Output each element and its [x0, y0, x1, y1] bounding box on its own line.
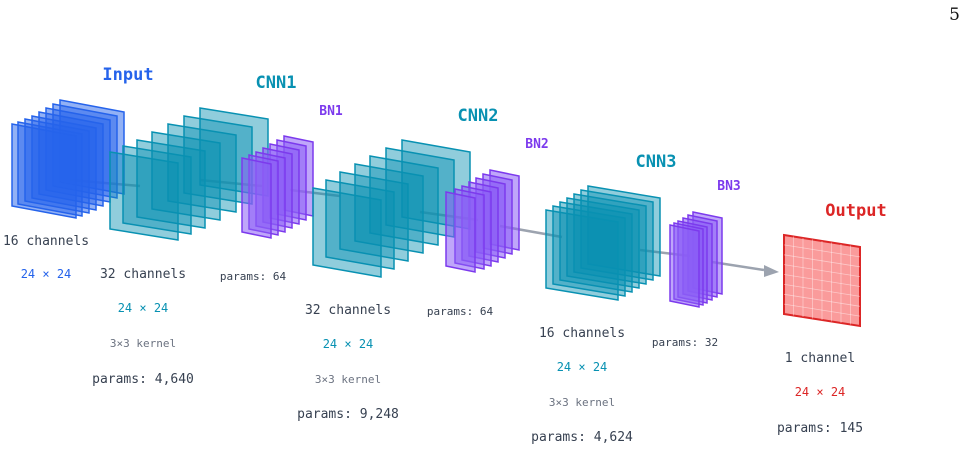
- bn1-title: BN1: [319, 104, 343, 119]
- cnn2-channels: 32 channels: [305, 303, 391, 318]
- bn1-layer-stack: [241, 135, 314, 239]
- input-channels: 16 channels: [3, 234, 89, 249]
- feature-map: [566, 197, 640, 289]
- cnn2-title: CNN2: [458, 106, 499, 126]
- cnn2-kernel: 3×3 kernel: [315, 373, 381, 386]
- bn3-params: params: 32: [652, 336, 718, 349]
- cnn1-params: params: 4,640: [92, 372, 194, 387]
- cnn1-size: 24 × 24: [118, 301, 169, 315]
- cnn1-title: CNN1: [256, 73, 297, 93]
- bn3-layer-stack: [669, 211, 723, 308]
- cnn3-layer-stack: [545, 185, 661, 301]
- input-layer-stack: [11, 99, 125, 219]
- cnn2-layer-stack: [312, 139, 471, 278]
- feature-map: [136, 139, 206, 229]
- cnn3-channels: 16 channels: [539, 326, 625, 341]
- output-layer: [783, 233, 861, 328]
- feature-map: [312, 187, 382, 278]
- cnn2-params: params: 9,248: [297, 407, 399, 422]
- input-title: Input: [102, 65, 153, 85]
- feature-map: [354, 163, 424, 254]
- feature-map: [369, 155, 439, 246]
- cnn3-size: 24 × 24: [557, 360, 608, 374]
- bn3-title: BN3: [717, 179, 740, 194]
- feature-map: [325, 179, 395, 270]
- cnn1-layer-stack: [109, 107, 269, 241]
- bn2-title: BN2: [525, 137, 548, 152]
- feature-map: [669, 224, 700, 308]
- feature-map: [552, 205, 626, 297]
- cnn3-params: params: 4,624: [531, 430, 633, 445]
- feature-map: [241, 157, 272, 239]
- feature-map: [445, 191, 476, 273]
- feature-map: [122, 145, 192, 235]
- output-map: [783, 233, 861, 328]
- cnn3-kernel: 3×3 kernel: [549, 396, 615, 409]
- feature-map: [167, 123, 237, 213]
- output-grid: [783, 236, 861, 325]
- bn2-params: params: 64: [427, 305, 494, 318]
- feature-map: [109, 151, 179, 241]
- feature-map: [573, 193, 647, 285]
- page-number: 5: [949, 5, 960, 25]
- feature-map: [559, 201, 633, 293]
- cnn1-kernel: 3×3 kernel: [110, 337, 176, 350]
- output-size: 24 × 24: [795, 385, 846, 399]
- feature-map: [11, 123, 77, 219]
- cnn3-title: CNN3: [636, 152, 677, 172]
- cnn1-channels: 32 channels: [100, 267, 186, 282]
- output-params: params: 145: [777, 421, 863, 436]
- feature-map: [545, 209, 619, 301]
- feature-map: [580, 189, 654, 281]
- arrow-head-output: [764, 265, 779, 277]
- output-title: Output: [825, 201, 886, 221]
- output-channels: 1 channel: [785, 351, 855, 366]
- feature-map: [587, 185, 661, 277]
- input-size: 24 × 24: [21, 267, 72, 281]
- bn2-layer-stack: [445, 169, 520, 273]
- cnn2-size: 24 × 24: [323, 337, 374, 351]
- bn1-params: params: 64: [220, 270, 287, 283]
- feature-map: [339, 171, 409, 262]
